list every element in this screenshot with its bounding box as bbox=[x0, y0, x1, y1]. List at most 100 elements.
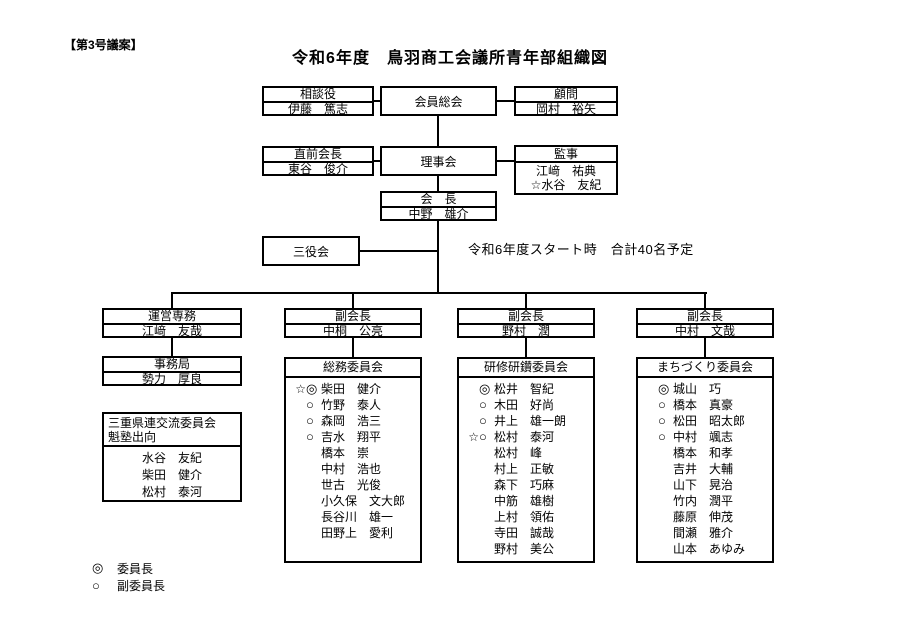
member-name: 世古 光俊 bbox=[321, 478, 382, 492]
auditor-name: ☆水谷 友紀 bbox=[530, 178, 602, 192]
member-name: 山下 晃治 bbox=[673, 478, 734, 492]
member-name: 松村 泰河 bbox=[142, 485, 203, 499]
member-name: 小久保 文大郎 bbox=[321, 494, 406, 508]
komon-title: 顧問 bbox=[553, 88, 578, 101]
member-name: 松村 泰河 bbox=[494, 430, 555, 444]
chair-mark: ○ bbox=[658, 413, 666, 428]
chair-mark bbox=[306, 509, 321, 525]
general-assembly-box: 会員総会 bbox=[380, 86, 497, 116]
member-name: 山本 あゆみ bbox=[673, 542, 746, 556]
secretariat-name: 勢力 厚良 bbox=[104, 371, 240, 386]
committee-box-kenshu: 研修研鑽委員会 ◎ 松井 智紀 ○ 木田 好尚 ○ 井上 雄一 bbox=[457, 357, 595, 563]
member-name: 橋本 和孝 bbox=[673, 446, 734, 460]
column-box-fukukaicho-3: 副会長 中村 文哉 bbox=[636, 308, 774, 338]
chair-mark: ◎ bbox=[658, 381, 670, 396]
committee-member: 森下 巧麻 bbox=[459, 477, 593, 493]
chair-mark bbox=[658, 461, 673, 477]
connector-line bbox=[374, 160, 380, 162]
connector-line bbox=[497, 160, 514, 162]
column-role: 運営専務 bbox=[147, 310, 196, 323]
column-box-fukukaicho-2: 副会長 野村 潤 bbox=[457, 308, 595, 338]
column-name: 江﨑 友哉 bbox=[104, 323, 240, 338]
chair-mark: ◎ bbox=[306, 381, 318, 396]
auditor-name: 江﨑 祐典 bbox=[535, 164, 596, 178]
committee-member: ○ 松田 昭太郎 bbox=[638, 413, 772, 429]
general-assembly-title: 会員総会 bbox=[414, 94, 463, 109]
connector-line bbox=[352, 338, 354, 357]
member-name: 松村 峰 bbox=[494, 446, 543, 460]
star-mark bbox=[644, 445, 658, 461]
committee-member: 上村 領佑 bbox=[459, 509, 593, 525]
chair-mark bbox=[306, 461, 321, 477]
star-mark bbox=[465, 525, 479, 541]
committee-member: 山本 あゆみ bbox=[638, 541, 772, 557]
member-name: 森下 巧麻 bbox=[494, 478, 555, 492]
chair-mark bbox=[658, 541, 673, 557]
secretariat-title: 事務局 bbox=[153, 358, 190, 371]
member-name: 竹野 泰人 bbox=[321, 398, 382, 412]
committee-member: ○ 竹野 泰人 bbox=[286, 397, 420, 413]
chair-mark: ○ bbox=[658, 429, 666, 444]
mie-exchange-box: 三重県連交流委員会 魁塾出向 水谷 友紀 柴田 健介 松村 泰河 bbox=[102, 412, 242, 502]
page-title: 令和6年度 鳥羽商工会議所青年部組織図 bbox=[292, 50, 608, 67]
committee-title: 総務委員会 bbox=[286, 359, 420, 378]
board-title: 理事会 bbox=[420, 154, 457, 169]
committee-member: 中村 浩也 bbox=[286, 461, 420, 477]
president-title: 会 長 bbox=[420, 193, 457, 206]
connector-line bbox=[171, 338, 173, 356]
komon-box: 顧問 岡村 裕矢 bbox=[514, 86, 618, 116]
member-name: 竹内 潤平 bbox=[673, 494, 734, 508]
connector-line bbox=[704, 292, 706, 308]
president-box: 会 長 中野 雄介 bbox=[380, 191, 497, 221]
chair-mark: ○ bbox=[306, 429, 314, 444]
star-mark bbox=[465, 381, 479, 397]
column-role: 副会長 bbox=[334, 310, 371, 323]
member-name: 吉水 翔平 bbox=[321, 430, 382, 444]
connector-line bbox=[437, 176, 439, 191]
committee-member: 橋本 崇 bbox=[286, 445, 420, 461]
chair-mark bbox=[658, 509, 673, 525]
advisor-name: 伊藤 篤志 bbox=[264, 101, 372, 116]
column-box-fukukaicho-1: 副会長 中桐 公亮 bbox=[284, 308, 422, 338]
committee-member: 寺田 誠哉 bbox=[459, 525, 593, 541]
member-name: 水谷 友紀 bbox=[142, 451, 203, 465]
star-mark bbox=[292, 461, 306, 477]
committee-member: 世古 光俊 bbox=[286, 477, 420, 493]
chair-mark bbox=[479, 445, 494, 461]
previous-president-box: 直前会長 東谷 俊介 bbox=[262, 146, 374, 176]
connector-line bbox=[171, 292, 707, 294]
president-name: 中野 雄介 bbox=[382, 206, 495, 221]
star-mark bbox=[292, 445, 306, 461]
chair-mark: ○ bbox=[479, 429, 487, 444]
member-name: 柴田 健介 bbox=[142, 468, 203, 482]
star-mark bbox=[644, 429, 658, 445]
column-role: 副会長 bbox=[686, 310, 723, 323]
committee-member: 長谷川 雄一 bbox=[286, 509, 420, 525]
start-note: 令和6年度スタート時 合計40名予定 bbox=[468, 242, 694, 257]
connector-line bbox=[525, 338, 527, 357]
connector-line bbox=[352, 292, 354, 308]
double-circle-icon: ◎ bbox=[92, 560, 104, 575]
chair-mark bbox=[479, 493, 494, 509]
committee-member: ○ 井上 雄一朗 bbox=[459, 413, 593, 429]
committee-member: ☆ ○ 松村 泰河 bbox=[459, 429, 593, 445]
mie-exchange-member: 水谷 友紀 bbox=[142, 450, 240, 467]
mie-exchange-title: 三重県連交流委員会 魁塾出向 bbox=[104, 414, 240, 447]
star-mark bbox=[465, 397, 479, 413]
chair-mark: ○ bbox=[306, 413, 314, 428]
star-mark bbox=[465, 509, 479, 525]
committee-member: ○ 木田 好尚 bbox=[459, 397, 593, 413]
legend-item-vice-chairman: ○ 副委員長 bbox=[92, 577, 165, 593]
committee-member-list: ☆ ◎ 柴田 健介 ○ 竹野 泰人 ○ 森岡 浩三 bbox=[286, 378, 420, 541]
auditors-title: 監事 bbox=[516, 147, 616, 163]
star-mark bbox=[644, 477, 658, 493]
advisor-box: 相談役 伊藤 篤志 bbox=[262, 86, 374, 116]
member-name: 城山 巧 bbox=[673, 382, 722, 396]
committee-member: 小久保 文大郎 bbox=[286, 493, 420, 509]
member-name: 寺田 誠哉 bbox=[494, 526, 555, 540]
board-box: 理事会 bbox=[380, 146, 497, 176]
chair-mark bbox=[658, 477, 673, 493]
star-mark bbox=[644, 461, 658, 477]
star-mark bbox=[644, 381, 658, 397]
